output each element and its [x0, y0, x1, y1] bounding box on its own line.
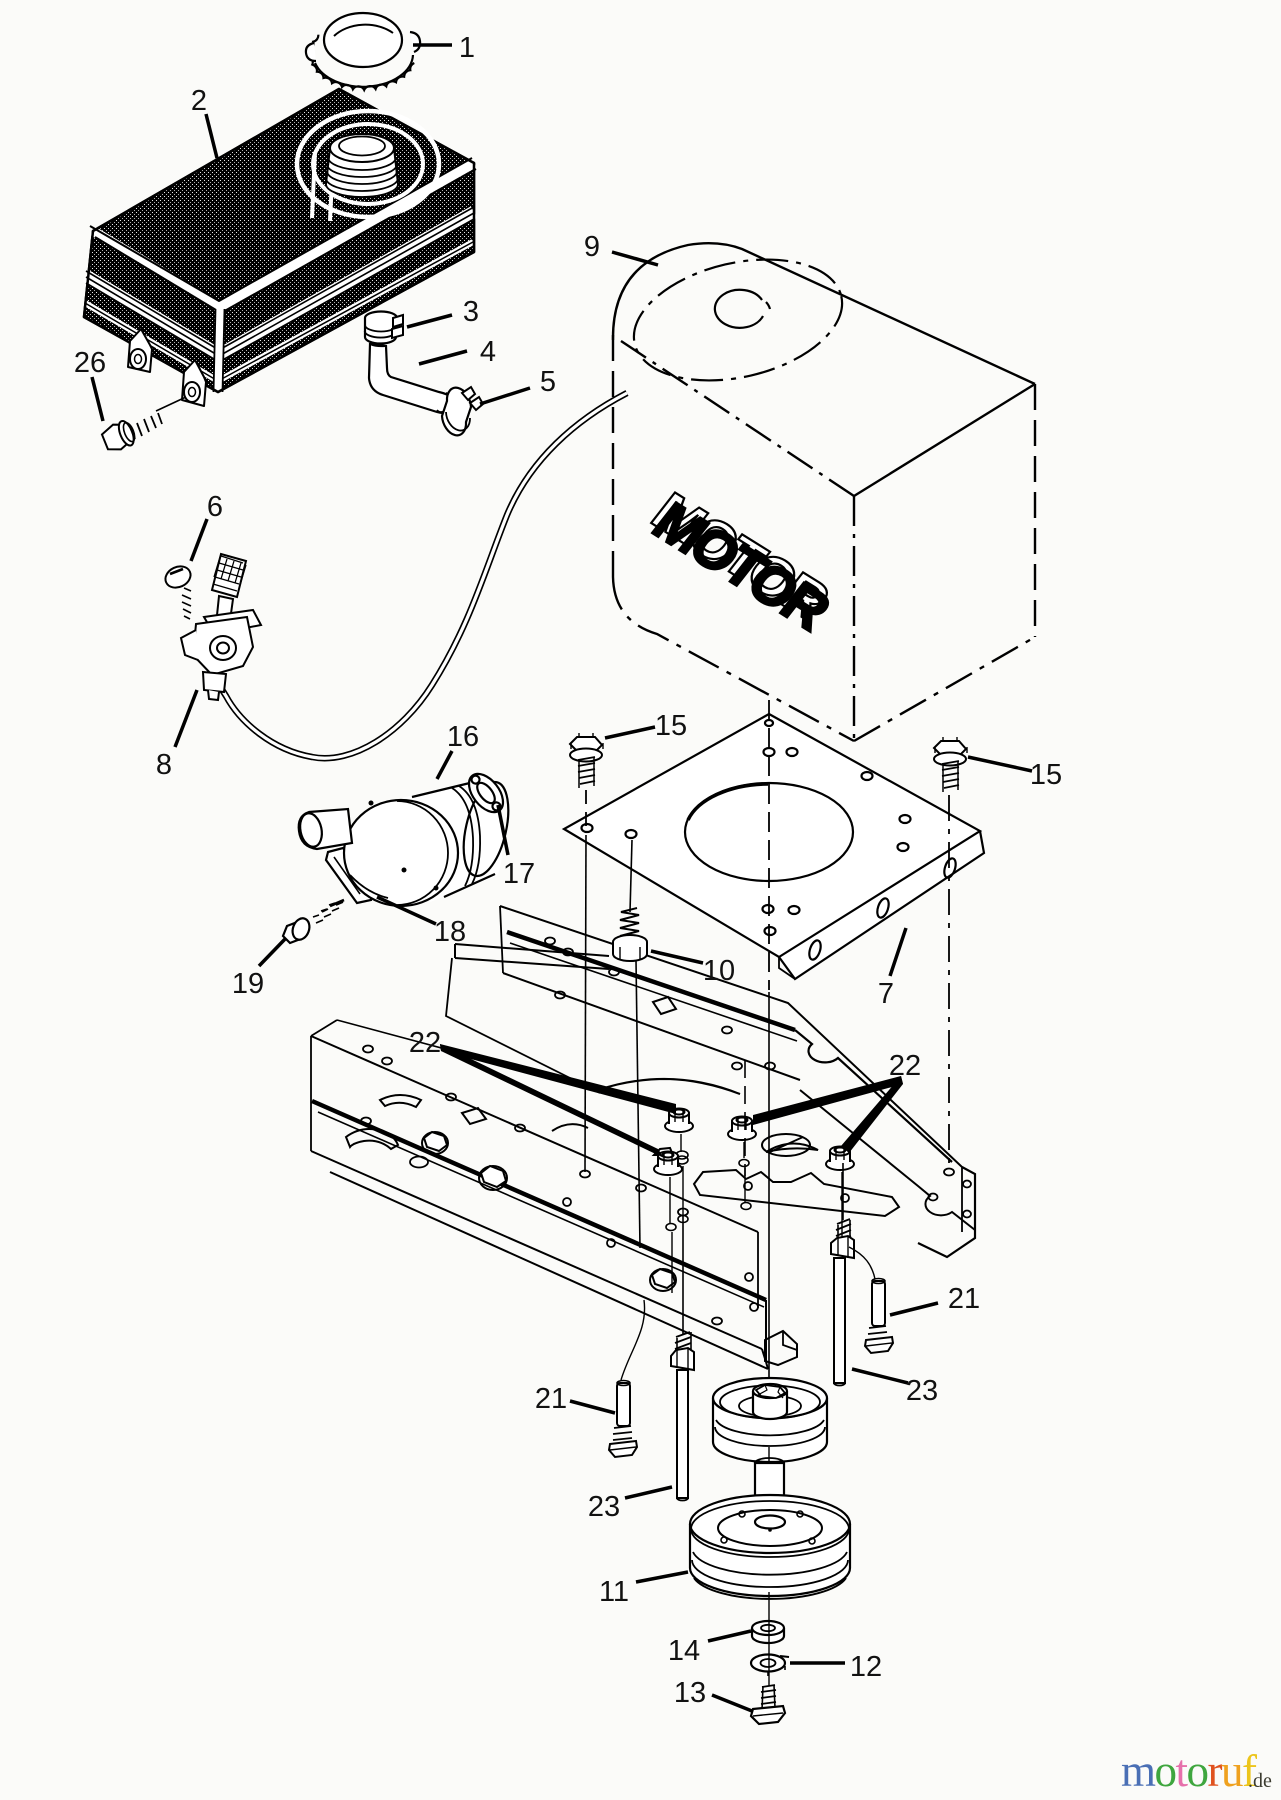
svg-text:22: 22 [889, 1050, 921, 1082]
svg-text:23: 23 [906, 1375, 938, 1407]
svg-text:23: 23 [588, 1491, 620, 1523]
svg-text:motoruf: motoruf [1121, 1746, 1257, 1796]
svg-text:26: 26 [74, 347, 106, 379]
svg-text:14: 14 [668, 1635, 700, 1667]
svg-text:18: 18 [434, 916, 466, 948]
svg-text:15: 15 [1030, 759, 1062, 791]
svg-text:3: 3 [463, 296, 479, 328]
svg-text:7: 7 [878, 978, 894, 1010]
svg-text:21: 21 [948, 1283, 980, 1315]
svg-text:10: 10 [703, 955, 735, 987]
svg-text:5: 5 [540, 366, 556, 398]
svg-text:9: 9 [584, 231, 600, 263]
svg-text:8: 8 [156, 749, 172, 781]
svg-text:22: 22 [409, 1027, 441, 1059]
svg-text:1: 1 [459, 32, 475, 64]
svg-text:15: 15 [655, 710, 687, 742]
svg-text:2: 2 [191, 85, 207, 117]
svg-text:6: 6 [207, 491, 223, 523]
svg-text:13: 13 [674, 1677, 706, 1709]
svg-text:11: 11 [599, 1576, 629, 1608]
svg-text:17: 17 [503, 858, 535, 890]
svg-text:.de: .de [1248, 1770, 1272, 1792]
svg-text:21: 21 [535, 1383, 567, 1415]
svg-text:4: 4 [480, 336, 496, 368]
svg-text:12: 12 [850, 1651, 882, 1683]
svg-text:19: 19 [232, 968, 264, 1000]
svg-text:16: 16 [447, 721, 479, 753]
